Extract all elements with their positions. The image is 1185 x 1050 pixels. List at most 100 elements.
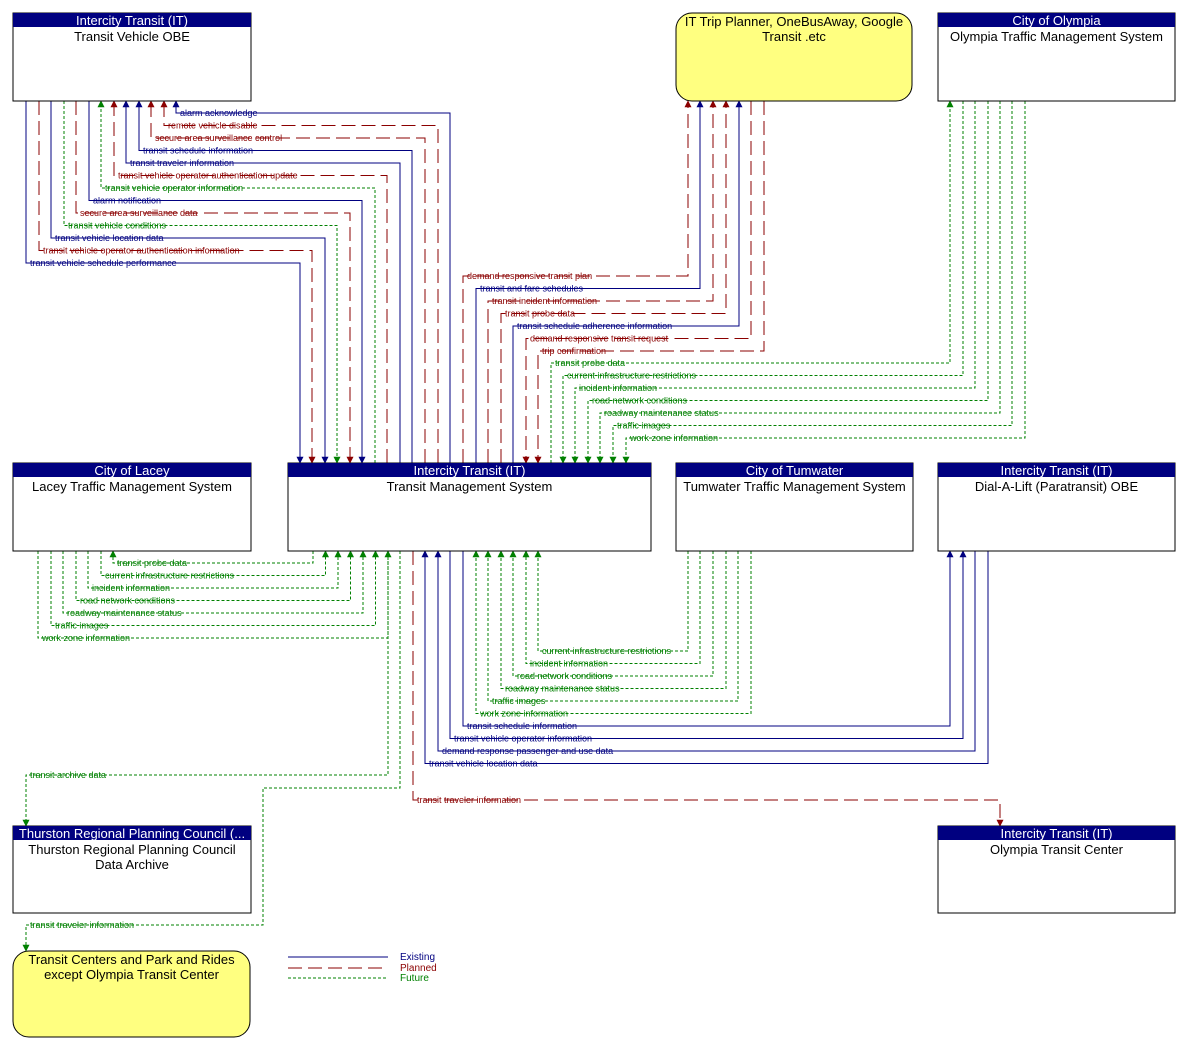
node-otc[interactable]: Intercity Transit (IT)Olympia Transit Ce… — [937, 825, 1176, 914]
flow-tv-4 — [122, 100, 401, 463]
legend-label-future: Future — [400, 973, 429, 984]
flow-tv-9 — [63, 101, 341, 464]
flow-label: remote vehicle disable — [168, 121, 258, 131]
node-header — [13, 463, 251, 477]
flow-tumwater-3 — [497, 550, 727, 689]
flow-label: transit traveler information — [417, 795, 521, 805]
node-centers[interactable]: Transit Centers and Park and Ridesexcept… — [12, 950, 251, 1038]
flow-label: work zone information — [41, 633, 130, 643]
flow-tv-5 — [110, 100, 388, 463]
flow-otc — [412, 551, 1004, 827]
node-header — [938, 13, 1175, 27]
flow-tv-7 — [88, 101, 366, 464]
node-owner: Intercity Transit (IT) — [1001, 463, 1113, 478]
flow-label: alarm acknowledge — [180, 108, 258, 118]
flow-label: work zone information — [629, 433, 718, 443]
node-header — [938, 826, 1175, 840]
flow-planner-5 — [522, 101, 752, 464]
flow-tv-12 — [25, 101, 304, 464]
node-box — [675, 462, 914, 552]
flow-planner-0 — [462, 100, 692, 463]
node-name: except Olympia Transit Center — [44, 967, 220, 982]
flow-planner-2 — [487, 100, 717, 463]
node-header — [13, 826, 251, 840]
flow-label: road network conditions — [80, 596, 176, 606]
flow-lacey-3 — [75, 550, 354, 601]
flow-label: work zone information — [479, 709, 568, 719]
flow-lacey-2 — [87, 550, 342, 589]
flow-tumwater-2 — [509, 550, 714, 677]
node-tvobe[interactable]: Intercity Transit (IT)Transit Vehicle OB… — [12, 12, 252, 102]
node-trpc[interactable]: Thurston Regional Planning Council (...T… — [12, 825, 252, 914]
flow-label: roadway maintenance status — [604, 408, 719, 418]
flow-dal-2 — [434, 550, 976, 752]
node-box — [12, 12, 252, 102]
flow-label: transit vehicle operator authentication … — [43, 246, 240, 256]
flow-label: demand response passenger and use data — [442, 746, 613, 756]
flow-label: secure area surveillance control — [155, 133, 282, 143]
legend-label-existing: Existing — [400, 952, 435, 963]
node-name: Dial-A-Lift (Paratransit) OBE — [975, 479, 1139, 494]
flow-label: road network conditions — [517, 671, 613, 681]
flow-planner-1 — [475, 100, 704, 463]
flow-tv-1 — [160, 100, 439, 463]
labels-layer: alarm acknowledge remote vehicle disable s… — [30, 108, 719, 930]
node-header — [288, 463, 651, 477]
flow-label: incident information — [579, 383, 657, 393]
node-owner: Intercity Transit (IT) — [414, 463, 526, 478]
node-header — [938, 463, 1175, 477]
node-name: Data Archive — [95, 857, 169, 872]
node-header — [13, 13, 251, 27]
flow-tv-10 — [50, 101, 329, 464]
flow-label: incident information — [92, 583, 170, 593]
node-owner: City of Lacey — [94, 463, 170, 478]
flow-label: transit schedule information — [143, 146, 253, 156]
flow-label: current infrastructure restrictions — [542, 646, 672, 656]
flow-olympia-5 — [609, 101, 1013, 464]
node-box — [675, 12, 913, 102]
node-owner: City of Tumwater — [746, 463, 844, 478]
node-name: Thurston Regional Planning Council — [28, 842, 236, 857]
node-box — [12, 950, 251, 1038]
node-name: Olympia Traffic Management System — [950, 29, 1163, 44]
flow-label: transit probe data — [505, 309, 575, 319]
node-box — [937, 825, 1176, 914]
flow-olympia-6 — [622, 101, 1026, 464]
flow-olympia-0 — [550, 100, 954, 463]
flow-label: transit vehicle conditions — [68, 221, 167, 231]
node-header — [676, 463, 913, 477]
flow-tumwater-0 — [534, 550, 689, 652]
flow-olympia-2 — [571, 101, 976, 464]
flow-olympia-4 — [596, 101, 1001, 464]
flow-lacey-6 — [37, 550, 392, 639]
flow-lacey-0 — [109, 550, 314, 564]
flow-tv-3 — [135, 100, 413, 463]
node-planner[interactable]: IT Trip Planner, OneBusAway, GoogleTrans… — [675, 12, 913, 102]
flow-label: alarm notification — [93, 196, 161, 206]
flow-label: trip confirmation — [542, 346, 606, 356]
flow-tv-2 — [147, 100, 426, 463]
flow-label: transit vehicle operator information — [454, 734, 592, 744]
flow-planner-4 — [512, 100, 743, 463]
flow-label: transit vehicle schedule performance — [30, 258, 177, 268]
flow-tumwater-4 — [484, 550, 739, 702]
node-name: Lacey Traffic Management System — [32, 479, 232, 494]
flow-lacey-4 — [62, 550, 367, 614]
flow-label: transit schedule adherence information — [517, 321, 672, 331]
flow-label: transit traveler information — [130, 158, 234, 168]
flow-label: traffic images — [55, 621, 109, 631]
flow-label: traffic images — [492, 696, 546, 706]
flows-layer — [22, 100, 1026, 952]
node-dal[interactable]: Intercity Transit (IT)Dial-A-Lift (Parat… — [937, 462, 1176, 552]
flow-label: transit archive data — [30, 770, 106, 780]
flow-tv-0 — [172, 100, 451, 463]
node-tms[interactable]: Intercity Transit (IT)Transit Management… — [287, 462, 652, 552]
node-name: Transit Vehicle OBE — [74, 29, 190, 44]
flow-tv-11 — [38, 101, 316, 464]
flow-lacey-5 — [50, 550, 379, 626]
flow-label: transit probe data — [555, 358, 625, 368]
node-owner: Thurston Regional Planning Council (... — [19, 826, 245, 841]
